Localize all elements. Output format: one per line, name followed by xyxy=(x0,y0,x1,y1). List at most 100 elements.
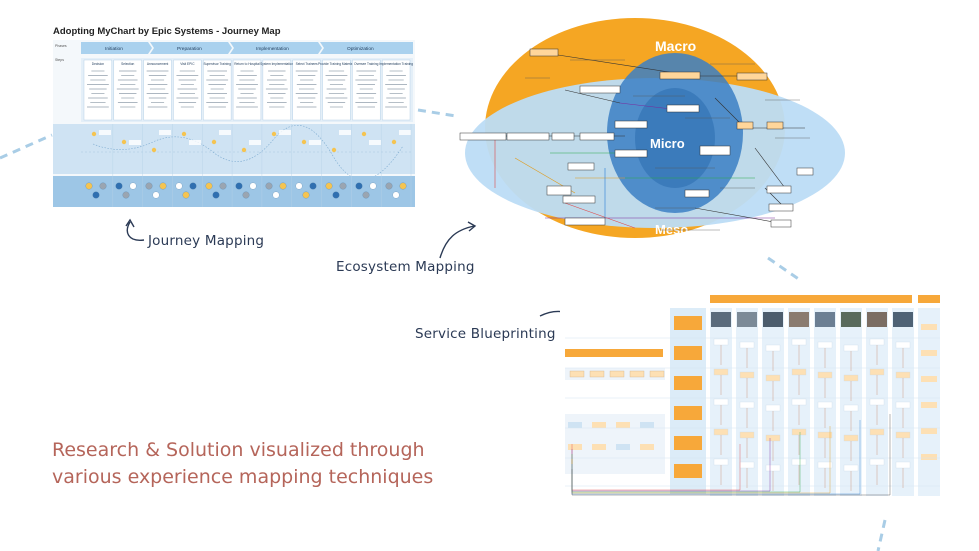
blueprint-photo xyxy=(893,312,913,327)
blueprint-lane-label xyxy=(674,316,702,330)
blueprint-card xyxy=(843,434,859,442)
blueprint-card xyxy=(895,401,911,409)
step-card xyxy=(173,59,202,121)
blueprint-column xyxy=(840,308,862,496)
stakeholder-marker xyxy=(242,191,250,199)
stakeholder-marker xyxy=(325,182,333,190)
blueprint-card xyxy=(765,434,781,442)
blueprint-photo xyxy=(711,312,731,327)
blueprint-card xyxy=(843,374,859,382)
experience-marker xyxy=(301,139,307,145)
stakeholder-marker xyxy=(212,191,220,199)
blueprint-column xyxy=(762,308,784,496)
blueprint-card xyxy=(589,370,605,378)
step-label: System Implementation xyxy=(260,62,294,66)
blueprint-card xyxy=(765,404,781,412)
blueprint-card xyxy=(569,370,585,378)
step-label: Visit EPIC xyxy=(180,62,195,66)
stakeholder-marker xyxy=(369,182,377,190)
experience-row xyxy=(53,124,415,181)
phase-row: Initiation Preparation Implementation Op… xyxy=(81,42,413,54)
zone-label-micro: Micro xyxy=(650,136,685,151)
step-card xyxy=(83,59,113,121)
ecosystem-map: Macro Micro Meso xyxy=(459,18,845,238)
stakeholder-marker xyxy=(249,182,257,190)
headline-line-2: various experience mapping techniques xyxy=(52,466,434,488)
blueprint-card xyxy=(791,398,807,406)
blueprint-card xyxy=(739,431,755,439)
ecosystem-mapping-caption: Ecosystem Mapping xyxy=(336,259,475,275)
experience-marker xyxy=(211,139,217,145)
blueprint-card xyxy=(895,461,911,469)
blueprint-photo xyxy=(763,312,783,327)
stakeholder-marker xyxy=(129,182,137,190)
blueprint-card xyxy=(895,341,911,349)
blueprint-card xyxy=(592,422,606,428)
blueprint-card xyxy=(765,344,781,352)
step-label: Decision xyxy=(92,62,104,66)
experience-marker xyxy=(121,139,127,145)
blueprint-card xyxy=(739,461,755,469)
blueprint-card xyxy=(921,428,937,434)
phase-preparation: Preparation xyxy=(177,46,202,52)
blueprint-card xyxy=(616,444,630,450)
step-card xyxy=(113,59,142,121)
stakeholder-marker xyxy=(385,182,393,190)
blueprint-card xyxy=(895,431,911,439)
blueprint-card xyxy=(739,341,755,349)
stakeholder-marker xyxy=(309,182,317,190)
blueprint-card xyxy=(921,324,937,330)
experience-marker xyxy=(391,139,397,145)
step-card xyxy=(381,59,411,121)
blueprint-card xyxy=(739,371,755,379)
blueprint-lane-label xyxy=(674,464,702,478)
step-card xyxy=(322,59,351,121)
stakeholder-marker xyxy=(332,191,340,199)
stakeholder-marker xyxy=(295,182,303,190)
blueprint-card xyxy=(791,458,807,466)
experience-marker xyxy=(331,147,337,153)
blueprint-lane-label xyxy=(674,346,702,360)
step-card xyxy=(262,59,291,121)
stakeholder-marker xyxy=(302,191,310,199)
headline: Research & Solution visualized through v… xyxy=(52,437,492,491)
blueprint-card xyxy=(791,338,807,346)
blueprint-card xyxy=(817,341,833,349)
experience-marker xyxy=(91,131,97,137)
step-label: Supervisor Training xyxy=(203,62,231,66)
blueprint-card xyxy=(817,401,833,409)
step-label: Implementation Training xyxy=(379,62,413,66)
step-label: Announcement xyxy=(147,62,169,66)
service-blueprint xyxy=(560,294,942,506)
blueprint-card xyxy=(791,428,807,436)
journey-map: Phases Steps Experience Stakeholders Ini… xyxy=(53,40,415,207)
blueprint-card xyxy=(739,401,755,409)
phase-initiation: Initiation xyxy=(105,46,123,52)
blueprint-card xyxy=(843,344,859,352)
blueprint-card xyxy=(640,444,654,450)
zone-label-macro: Macro xyxy=(655,38,696,54)
step-label: Select Trainees xyxy=(296,62,318,66)
row-label-steps: Steps xyxy=(55,58,64,62)
blueprint-card xyxy=(713,398,729,406)
stakeholders-row xyxy=(53,176,415,207)
stakeholder-marker xyxy=(152,191,160,199)
blueprint-card xyxy=(869,398,885,406)
blueprint-card xyxy=(765,374,781,382)
stakeholder-marker xyxy=(122,191,130,199)
blueprint-card xyxy=(713,428,729,436)
experience-marker xyxy=(271,131,277,137)
stakeholder-marker xyxy=(399,182,407,190)
stakeholder-marker xyxy=(355,182,363,190)
blueprint-card xyxy=(895,371,911,379)
blueprint-photo xyxy=(815,312,835,327)
blueprint-card xyxy=(568,422,582,428)
stakeholder-marker xyxy=(279,182,287,190)
stakeholder-marker xyxy=(265,182,273,190)
blueprint-lane-label xyxy=(674,376,702,390)
step-card xyxy=(203,59,232,121)
phase-implementation: Implementation xyxy=(256,46,289,52)
blueprint-card xyxy=(921,350,937,356)
blueprint-card xyxy=(592,444,606,450)
